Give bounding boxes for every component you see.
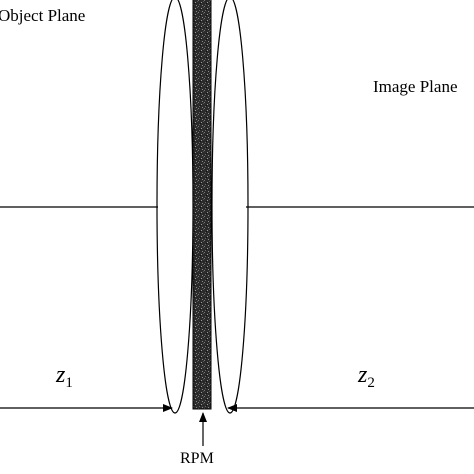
z1-label: z1	[56, 362, 73, 392]
z2-label: z2	[358, 362, 375, 392]
image-plane-label: Image Plane	[373, 77, 458, 96]
object-plane-label: Object Plane	[0, 6, 86, 25]
z2-symbol: z	[358, 362, 368, 388]
z1-subscript: 1	[65, 375, 73, 391]
rpm-label: RPM	[180, 450, 214, 467]
lens-right	[211, 0, 249, 414]
rpm-plate	[192, 0, 212, 410]
lens-left	[156, 0, 194, 414]
z2-subscript: 2	[367, 375, 375, 391]
z1-symbol: z	[56, 362, 66, 388]
